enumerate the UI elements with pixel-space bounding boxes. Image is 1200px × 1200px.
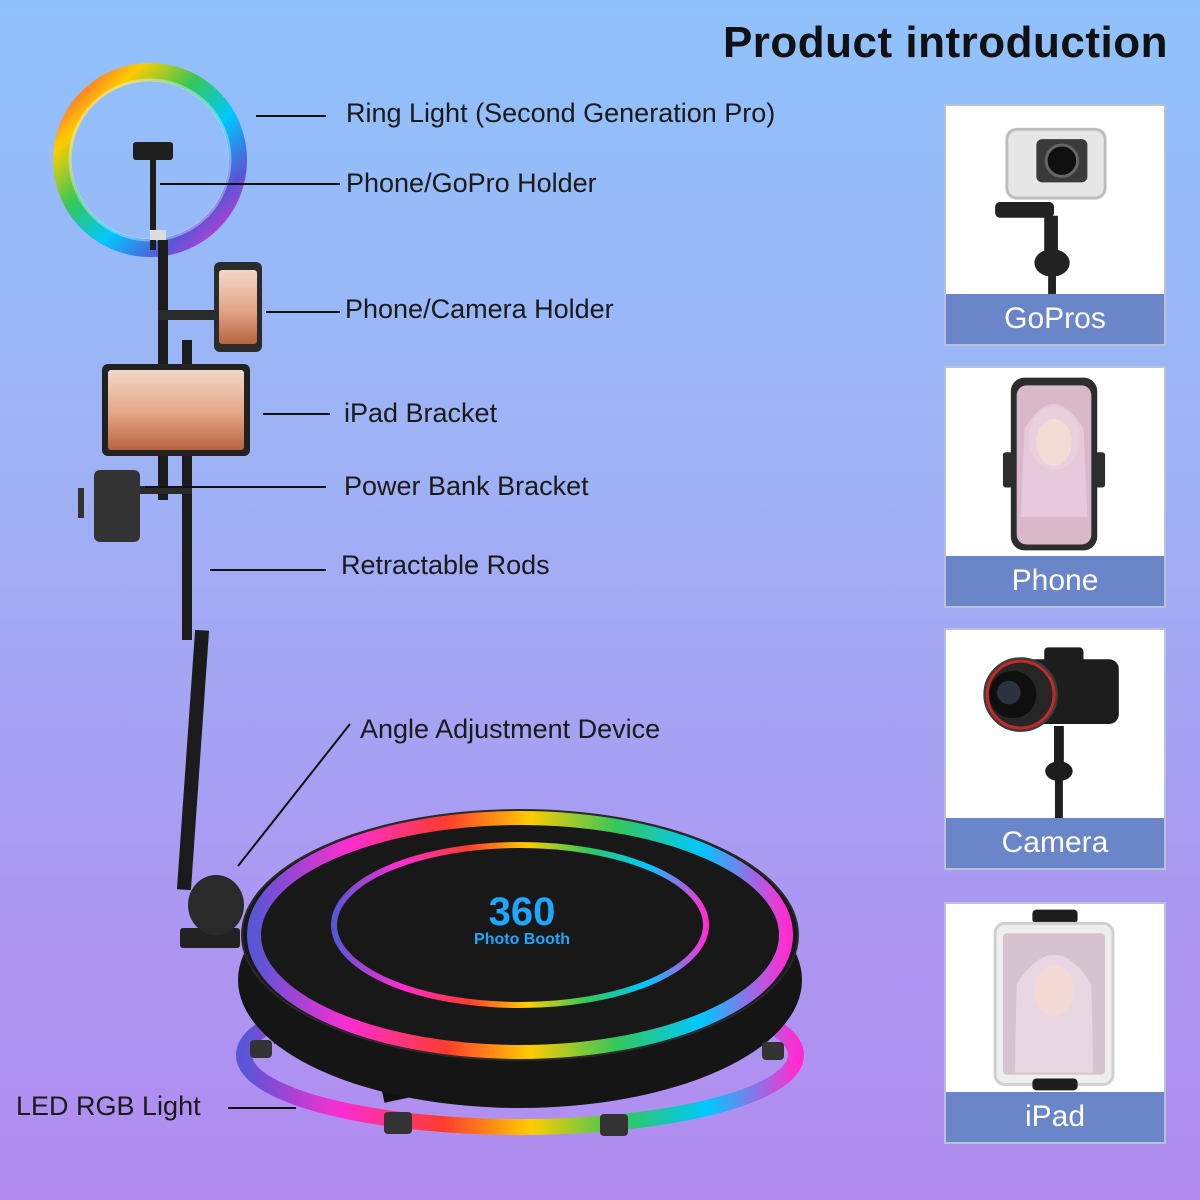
card-caption-camera: Camera (946, 818, 1164, 868)
card-gopros: GoPros (944, 104, 1166, 346)
camera-icon (983, 647, 1119, 819)
label-power-bank-bracket: Power Bank Bracket (344, 471, 589, 501)
label-retractable-rods: Retractable Rods (341, 550, 550, 580)
card-phone: Phone (944, 366, 1166, 608)
power-bank-bracket-device (94, 470, 140, 542)
card-caption-phone: Phone (946, 556, 1164, 606)
product-illustration: 360 Photo Booth (53, 63, 804, 1136)
label-ring-light: Ring Light (Second Generation Pro) (346, 98, 776, 128)
label-ipad-bracket: iPad Bracket (344, 398, 498, 428)
card-caption-gopros: GoPros (946, 294, 1164, 344)
card-camera: Camera (944, 628, 1166, 870)
phone-gopro-holder (133, 142, 173, 160)
label-phone-camera-holder: Phone/Camera Holder (345, 294, 614, 324)
label-led-rgb-light: LED RGB Light (16, 1091, 201, 1121)
page-title: Product introduction (722, 18, 1168, 67)
platform-logo-number: 360 (489, 890, 556, 934)
card-caption-ipad: iPad (946, 1092, 1164, 1142)
card-ipad: iPad (944, 902, 1166, 1144)
gopro-icon (995, 127, 1107, 295)
angle-adjustment-device (188, 875, 244, 935)
label-phone-gopro-holder: Phone/GoPro Holder (346, 168, 597, 198)
ipad-icon (993, 909, 1115, 1091)
label-angle-adjustment: Angle Adjustment Device (360, 714, 661, 744)
platform-logo-text: Photo Booth (474, 931, 570, 948)
phone-icon (1002, 377, 1106, 551)
